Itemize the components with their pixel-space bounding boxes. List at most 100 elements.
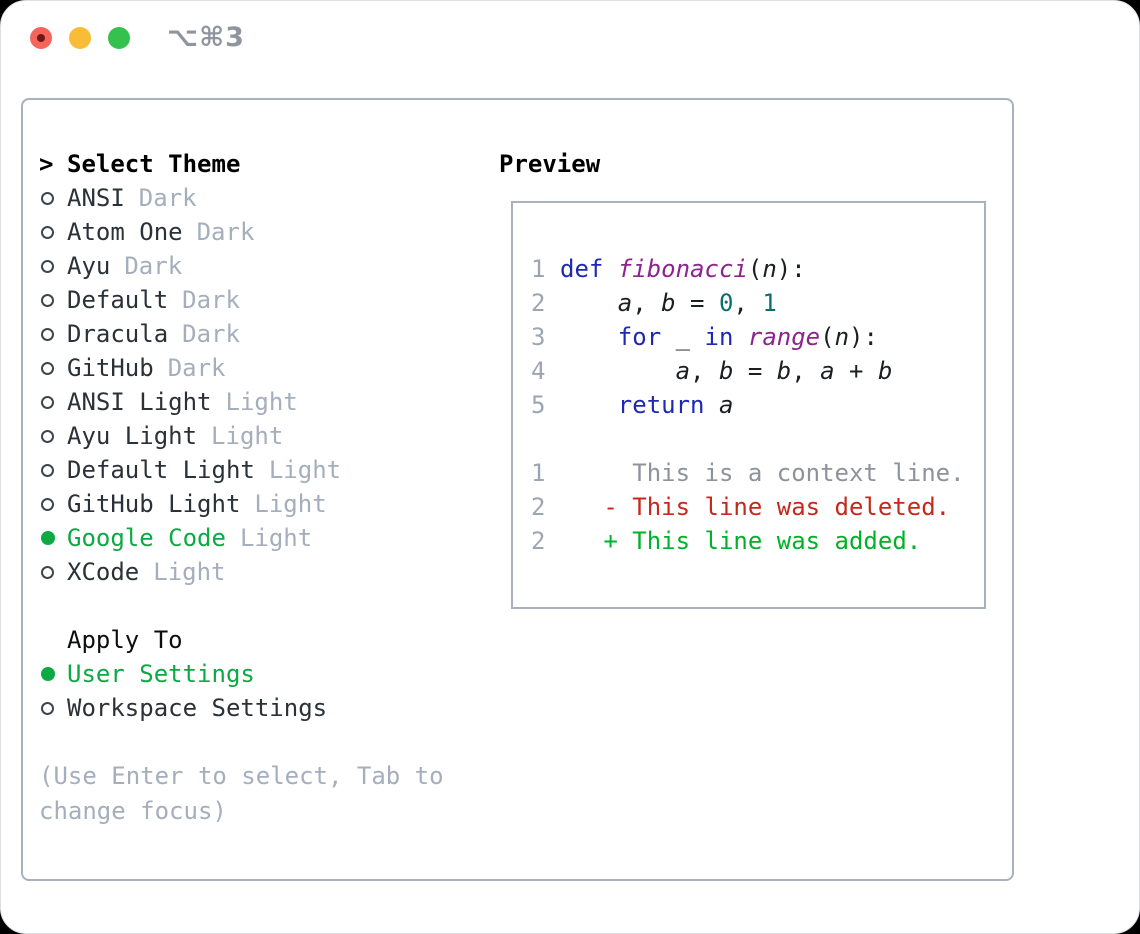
line-number: 2 (531, 527, 546, 555)
code-token-pln: = (733, 357, 777, 385)
radio-selected-icon (39, 531, 67, 545)
theme-variant-tag: Dark (138, 184, 197, 212)
code-token-pln (733, 323, 747, 351)
theme-name: GitHub (67, 354, 154, 382)
theme-name: Dracula (67, 320, 169, 348)
radio-unselected-icon (39, 327, 67, 341)
code-token-pln (603, 255, 617, 283)
maximize-button[interactable] (108, 27, 130, 49)
radio-unselected-icon (39, 225, 67, 239)
radio-unselected-icon (39, 395, 67, 409)
theme-option-ansi-dark[interactable]: ANSI Dark (39, 181, 483, 215)
theme-option-default-dark[interactable]: Default Dark (39, 283, 483, 317)
titlebar: ⌥⌘3 (1, 1, 1139, 75)
theme-name: ANSI Light (67, 388, 212, 416)
code-token-pln: n (834, 323, 850, 351)
theme-variant-tag: Dark (124, 252, 183, 280)
code-token-pln: ): (849, 323, 878, 351)
help-text: (Use Enter to select, Tab to change focu… (39, 762, 444, 825)
code-token-pln: a (617, 289, 633, 317)
apply-option-workspace-settings[interactable]: Workspace Settings (39, 691, 483, 725)
radio-unselected-icon (39, 259, 67, 273)
radio-unselected-icon (39, 361, 67, 375)
window-title-shortcut: ⌥⌘3 (167, 22, 245, 53)
code-token-lit: 1 (762, 289, 777, 317)
radio-unselected-icon (39, 565, 67, 579)
code-content: return a (560, 391, 734, 419)
theme-variant-tag: Dark (196, 218, 255, 246)
close-button[interactable] (30, 27, 52, 49)
theme-name: GitHub Light (67, 490, 241, 518)
code-content: for _ in range(n): (560, 323, 878, 351)
code-token-kwd: def (560, 255, 604, 283)
theme-variant-tag: Light (254, 490, 327, 518)
code-token-pln (560, 323, 618, 351)
code-token-pln: , (632, 289, 662, 317)
code-token-pln: ): (776, 255, 806, 283)
code-token-pln (705, 391, 719, 419)
radio-unselected-icon (39, 701, 67, 715)
theme-name: Default Light (67, 456, 255, 484)
theme-name: Default (67, 286, 169, 314)
radio-selected-icon (39, 667, 67, 681)
theme-option-default-light-light[interactable]: Default Light Light (39, 453, 483, 487)
radio-unselected-icon (39, 191, 67, 205)
radio-unselected-icon (39, 429, 67, 443)
theme-variant-tag: Light (268, 456, 342, 484)
theme-option-dracula-dark[interactable]: Dracula Dark (39, 317, 483, 351)
theme-variant-tag: Dark (182, 320, 240, 348)
code-content: a, b = b, a + b (560, 357, 893, 385)
theme-name: Atom One (67, 218, 183, 246)
apply-name: User Settings (67, 660, 255, 688)
theme-variant-tag: Light (239, 524, 313, 552)
code-token-pln (560, 357, 676, 385)
code-token-ctx: This is a context line. (560, 459, 965, 487)
code-token-lit: 0 (718, 289, 734, 317)
preview-line: 4 a, b = b, a + b (531, 354, 984, 388)
line-number: 2 (531, 493, 546, 521)
theme-name: ANSI (67, 184, 125, 212)
code-token-kwd: in (704, 323, 734, 351)
radio-unselected-icon (39, 293, 67, 307)
radio-unselected-icon (39, 463, 67, 477)
code-token-kwd: return (617, 391, 705, 419)
theme-variant-tag: Light (153, 558, 226, 586)
traffic-lights (30, 27, 130, 49)
theme-variant-tag: Dark (182, 286, 240, 314)
apply-name: Workspace Settings (67, 694, 328, 722)
focus-caret-icon: > (39, 150, 54, 178)
line-number: 1 (531, 255, 546, 283)
preview-line: 1 This is a context line. (531, 456, 984, 490)
line-number: 5 (531, 391, 546, 419)
code-content: + This line was added. (560, 527, 921, 555)
code-token-pln (560, 289, 618, 317)
theme-name: Ayu Light (67, 422, 198, 450)
code-token-pln: _ (661, 323, 705, 351)
code-content: - This line was deleted. (560, 493, 950, 521)
code-token-pln (560, 391, 618, 419)
code-token-typ: range (747, 323, 821, 351)
code-token-pln: , (733, 289, 763, 317)
preview-line: 3 for _ in range(n): (531, 320, 984, 354)
theme-option-github-light-light[interactable]: GitHub Light Light (39, 487, 483, 521)
code-token-pln: ( (747, 255, 763, 283)
minimize-button[interactable] (69, 27, 91, 49)
select-theme-header: > Select Theme (39, 147, 483, 181)
code-token-pln: + (834, 357, 878, 385)
apply-option-user-settings[interactable]: User Settings (39, 657, 483, 691)
theme-option-atom-one-dark[interactable]: Atom One Dark (39, 215, 483, 249)
preview-line: 2 a, b = 0, 1 (531, 286, 984, 320)
code-token-add: + This line was added. (560, 527, 922, 555)
